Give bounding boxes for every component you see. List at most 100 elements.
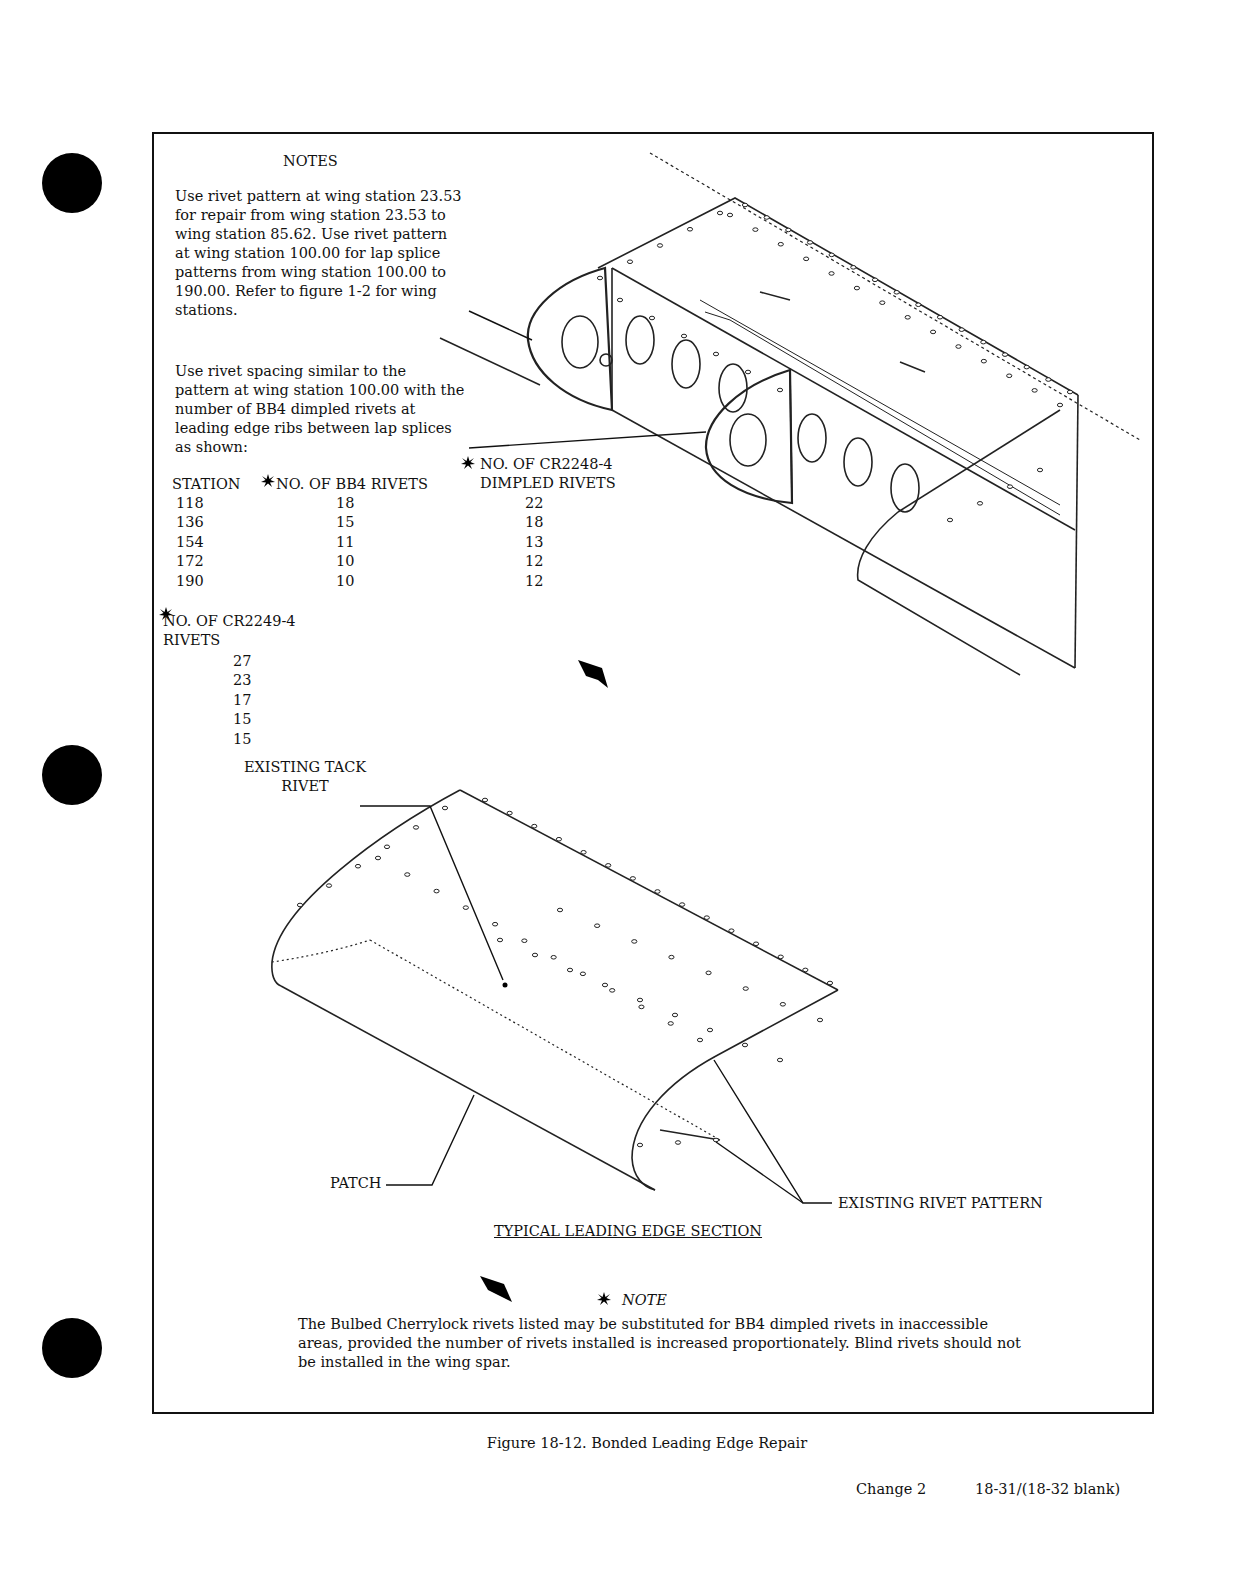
rivet: [804, 257, 809, 261]
rivet: [551, 955, 556, 959]
rivet: [977, 502, 982, 506]
rivet: [894, 290, 899, 294]
rivet: [649, 316, 654, 320]
rivet: [1007, 374, 1012, 378]
rivet: [557, 908, 562, 912]
rivet: [780, 1002, 785, 1006]
rivet: [597, 276, 602, 280]
rivet: [786, 228, 791, 232]
rivet: [442, 806, 447, 810]
rivet: [669, 955, 674, 959]
table-cell: STATION: [172, 475, 240, 494]
table-cell: 136: [176, 513, 204, 532]
rivet: [507, 811, 512, 815]
rivet: [916, 303, 921, 307]
rivet: [602, 983, 607, 987]
rivet: [743, 987, 748, 991]
leader-lines: [469, 311, 706, 448]
table-cell: 15: [233, 730, 251, 749]
table-cell: 15: [233, 710, 251, 729]
rivet: [745, 370, 750, 374]
rivet: [959, 328, 964, 332]
callout-label: NOTE: [622, 1291, 667, 1310]
rivet: [778, 955, 783, 959]
table-cell: 18: [525, 513, 543, 532]
rivet: [872, 278, 877, 282]
note-text: Use rivet pattern at wing station 23.53 …: [175, 187, 465, 320]
callout-label: EXISTING RIVET PATTERN: [838, 1194, 1043, 1213]
rivet: [937, 315, 942, 319]
rivet: [617, 298, 622, 302]
rivet: [717, 211, 722, 215]
callout-label: EXISTING TACK RIVET: [240, 758, 370, 796]
rivet: [675, 1141, 680, 1145]
rivet: [742, 203, 747, 207]
rivet: [880, 301, 885, 305]
rivet: [764, 216, 769, 220]
rivet: [1057, 403, 1062, 407]
rivet: [1007, 485, 1012, 489]
table-cell: 15: [336, 513, 354, 532]
table-cell: 23: [233, 671, 251, 690]
rivet: [713, 1138, 718, 1142]
rivet: [729, 929, 734, 933]
leader-line: [469, 311, 532, 340]
rivet: [947, 518, 952, 522]
rivet: [630, 877, 635, 881]
rivet: [637, 998, 642, 1002]
rivet: [742, 1043, 747, 1047]
rivet: [637, 1143, 642, 1147]
table-cell: 172: [176, 552, 204, 571]
leading-edge-patch: [272, 790, 838, 1190]
rivet: [492, 922, 497, 926]
rivet: [1037, 468, 1042, 472]
callout-label: PATCH: [330, 1174, 382, 1193]
rivet: [807, 241, 812, 245]
wing-structure: [440, 153, 1140, 675]
rivet: [905, 316, 910, 320]
rivet: [778, 242, 783, 246]
table-cell: 190: [176, 572, 204, 591]
rivet-pattern: [297, 798, 832, 1147]
rivet: [854, 286, 859, 290]
rivet: [681, 334, 686, 338]
rivet: [655, 890, 660, 894]
rivet: [522, 939, 527, 943]
table-cell: 13: [525, 533, 543, 552]
rivet: [727, 213, 732, 217]
rivet-pattern: [597, 203, 1072, 522]
leader-line: [469, 432, 706, 448]
page-footer: 18-31/(18-32 blank): [975, 1480, 1120, 1499]
rivet: [1046, 378, 1051, 382]
rivet: [753, 942, 758, 946]
rivet: [829, 253, 834, 257]
table-cell: 11: [336, 533, 354, 552]
rivet: [1002, 353, 1007, 357]
rivet: [1024, 365, 1029, 369]
rivet: [777, 388, 782, 392]
rivet: [706, 971, 711, 975]
rivet: [827, 981, 832, 985]
rivet: [375, 856, 380, 860]
page-footer: Change 2: [856, 1480, 926, 1499]
leader-lines: [360, 806, 832, 1203]
rivet: [556, 837, 561, 841]
pointer-symbol: [578, 660, 608, 688]
rivet: [434, 889, 439, 893]
rivet: [355, 864, 360, 868]
table-cell: 12: [525, 552, 543, 571]
rivet: [777, 1058, 782, 1062]
rivet: [829, 272, 834, 276]
rivet: [384, 845, 389, 849]
rivet: [707, 1028, 712, 1032]
rivet: [697, 1038, 702, 1042]
table-cell: 10: [336, 572, 354, 591]
rivet: [567, 968, 572, 972]
rivet: [606, 864, 611, 868]
table-cell: 22: [525, 494, 543, 513]
table-cell: 154: [176, 533, 204, 552]
asterisk-symbols: [159, 456, 611, 1305]
table-cell: 17: [233, 691, 251, 710]
callout-label: TYPICAL LEADING EDGE SECTION: [494, 1222, 762, 1241]
rivet: [595, 924, 600, 928]
